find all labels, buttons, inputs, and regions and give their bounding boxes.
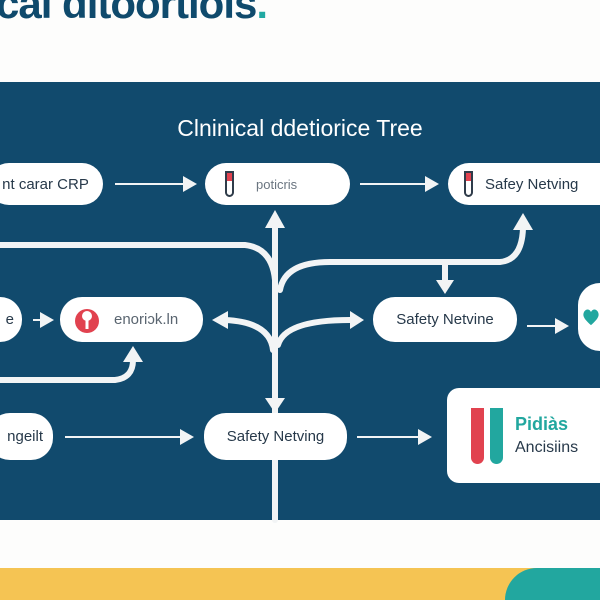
node-safey-netving[interactable]: Safey Netving: [448, 163, 600, 205]
node-label: Safety Netvine: [396, 311, 494, 328]
node-enoriokln[interactable]: enoriɔk.ln: [60, 297, 203, 342]
footer-band: [0, 568, 600, 600]
test-tubes-icon: [471, 407, 503, 464]
node-label: Safey Netving: [485, 175, 579, 193]
header-text: cal ditoortiols: [0, 0, 257, 27]
heart-icon: [583, 309, 599, 326]
red-tube-icon: [471, 407, 484, 464]
curve-to-n3: [277, 225, 526, 293]
curve-to-n5-bottom: [0, 357, 136, 383]
diagram-title: Clninical ddetiorice Tree: [177, 115, 423, 141]
page-header: cal ditoortiols.: [0, 0, 268, 28]
node-safety-netvine[interactable]: Safety Netvine: [373, 297, 517, 342]
node-label: Safety Netving: [226, 428, 325, 445]
arrowhead-n9-down: [265, 398, 285, 413]
footer-teal-shape: [505, 568, 600, 600]
arrowhead-n3-up: [513, 213, 533, 230]
node-e[interactable]: e: [0, 297, 22, 342]
node-heart[interactable]: [578, 283, 600, 351]
result-card[interactable]: Pidiàs Ancisiins: [447, 388, 600, 483]
curve-to-n5-left: [222, 317, 276, 353]
test-tube-icon: [464, 171, 473, 197]
arrowhead-n6-right: [350, 311, 364, 329]
alert-icon: [75, 308, 99, 333]
node-safety-netving[interactable]: Safety Netving: [204, 413, 347, 460]
arrowhead-n6-down: [436, 280, 454, 294]
node-poticris[interactable]: poticris: [205, 163, 350, 205]
arrowhead-trunk-up: [265, 210, 285, 228]
node-ngeilt[interactable]: ngeilt: [0, 413, 53, 460]
card-subtitle: Ancisiins: [515, 439, 579, 456]
curve-left-in: [0, 242, 278, 283]
header-dot: .: [256, 0, 268, 27]
node-crp[interactable]: nt carar CRP: [0, 163, 103, 205]
arrowhead-n5-up: [123, 346, 143, 362]
node-label: enoriɔk.ln: [114, 311, 179, 328]
test-tube-icon: [225, 171, 234, 197]
node-label: ngeilt: [7, 428, 43, 445]
card-title: Pidiàs: [515, 414, 569, 434]
node-label: poticris: [256, 176, 298, 192]
node-label: e: [5, 311, 14, 328]
node-label: nt carar CRP: [2, 175, 89, 193]
curve-to-n6: [275, 317, 353, 348]
teal-tube-icon: [490, 407, 503, 464]
arrowhead-n5-left: [212, 311, 228, 329]
